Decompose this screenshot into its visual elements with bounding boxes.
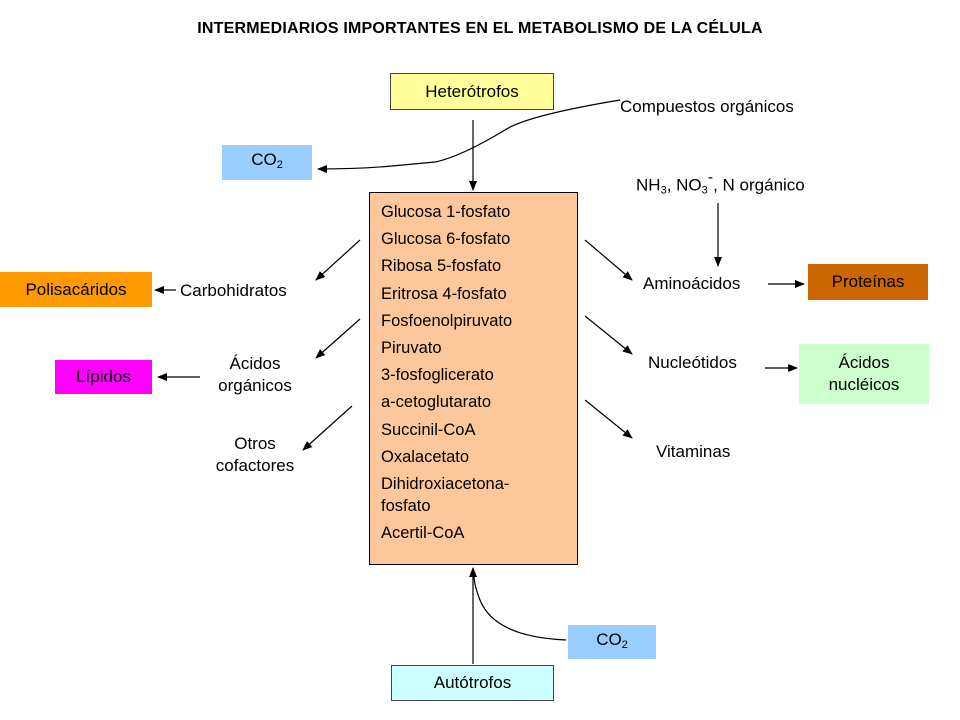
arrow-to-otros-cofactores [302, 405, 353, 451]
co2-top-box: CO2 [222, 145, 312, 180]
intermediate-item: Eritrosa 4-fosfato [381, 284, 507, 303]
intermediate-item: Fosfoenolpiruvato [381, 311, 513, 330]
aminoacidos-label: Aminoácidos [643, 274, 741, 293]
intermediate-item: Oxalacetato [381, 447, 470, 466]
acidos-nucleicos-box: Ácidos nucléicos [799, 344, 929, 404]
arrow-to-carbohidratos [315, 239, 361, 281]
arrow-compuestos-co2 [317, 99, 621, 173]
proteinas-box: Proteínas [808, 264, 928, 300]
lipidos-label: Lípidos [76, 367, 131, 386]
nitrogen-sources-label: NH3, NO3-, N orgánico [636, 169, 805, 197]
vitaminas-label: Vitaminas [656, 442, 731, 461]
co2-bottom-label: CO2 [596, 629, 628, 651]
polisacaridos-label: Polisacáridos [25, 279, 127, 299]
intermediate-item: 3-fosfoglicerato [381, 366, 494, 385]
intermediate-item: Acertil-CoA [381, 524, 465, 543]
intermediate-item: Piruvato [381, 339, 442, 358]
autotrofos-label: Autótrofos [433, 673, 512, 692]
compuestos-organicos-label: Compuestos orgánicos [620, 97, 794, 116]
arrow-co2-autotrofos [473, 574, 567, 641]
arrow-to-aminoacidos [584, 239, 633, 281]
intermediate-item: fosfato [381, 497, 431, 516]
intermediate-item: Succinil-CoA [381, 420, 476, 439]
lipidos-box: Lípidos [55, 360, 152, 394]
intermediate-item: a-cetoglutarato [381, 393, 492, 412]
page-title: INTERMEDIARIOS IMPORTANTES EN EL METABOL… [197, 20, 763, 37]
acidos-nucleicos-label-2: nucléicos [828, 375, 900, 394]
intermediate-item: Glucosa 6-fosfato [381, 230, 511, 249]
autotrofos-box: Autótrofos [391, 665, 554, 701]
otros-cofactores-label: Otros cofactores [215, 434, 295, 475]
proteinas-label: Proteínas [831, 272, 905, 291]
polisacaridos-box: Polisacáridos [0, 272, 152, 307]
acidos-organicos-label: Ácidos orgánicos [218, 354, 292, 395]
carbohidratos-label: Carbohidratos [180, 281, 287, 300]
arrow-to-nucleotidos [584, 315, 633, 355]
intermediate-item: Dihidroxiacetona- [381, 475, 510, 494]
intermediate-item: Glucosa 1-fosfato [381, 203, 511, 221]
nucleotidos-label: Nucleótidos [648, 353, 737, 372]
co2-bottom-box: CO2 [568, 625, 656, 659]
heterotrofos-label: Heterótrofos [425, 81, 519, 101]
intermediate-item: Ribosa 5-fosfato [381, 257, 502, 276]
intermediates-box: Glucosa 1-fosfato Glucosa 6-fosfato Ribo… [369, 192, 578, 565]
arrow-to-vitaminas [584, 399, 633, 439]
heterotrofos-box: Heterótrofos [390, 73, 554, 110]
co2-top-label: CO2 [251, 150, 283, 171]
arrow-to-acidos-organicos [315, 318, 361, 359]
acidos-nucleicos-label-1: Ácidos [838, 353, 890, 372]
